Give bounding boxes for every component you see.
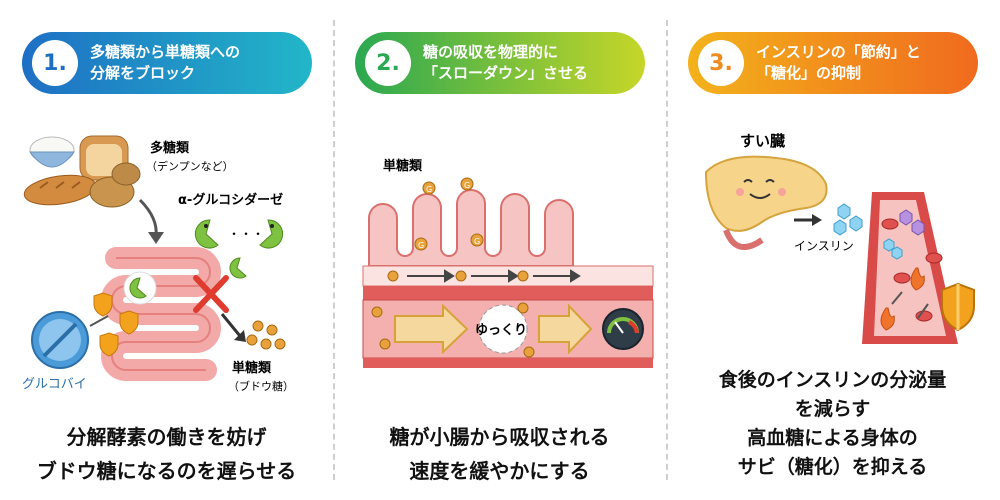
panel-3-title-line-2: 「糖化」の抑制 <box>756 64 862 82</box>
panel-2-caption-line-2: 速度を緩やかにする <box>409 459 590 483</box>
vessel-wall <box>363 358 653 368</box>
flow-arrows <box>407 269 581 283</box>
pill-icon <box>31 311 89 369</box>
enzyme-pacman-icon <box>194 219 219 249</box>
panel-1-caption: 分解酵素の働きを妨げ ブドウ糖になるのを遅らせる <box>0 420 333 488</box>
panel-3-illustration: すい臓 インスリン <box>704 132 975 344</box>
drug-label: グルコバイ <box>22 377 87 392</box>
fire-icon <box>880 307 895 331</box>
arrow-icon <box>220 313 242 337</box>
panel-3-number: 3. <box>698 40 744 86</box>
vessel-wall <box>363 286 653 300</box>
baguette-icon <box>23 174 97 206</box>
clock-ring-icon <box>478 304 528 354</box>
divider-1 <box>333 20 335 480</box>
enzyme-pacman-icon <box>229 257 247 279</box>
slow-label: ゆっくり <box>475 323 527 338</box>
panel-2-illustration: 単糖類 G G G G <box>362 158 654 368</box>
panel-2-title-line-2: 「スローダウン」させる <box>423 64 589 82</box>
fire-icon <box>910 267 925 291</box>
panel-1-header: 1. 多糖類から単糖類への 分解をブロック <box>22 32 312 94</box>
panel-1-number: 1. <box>32 40 78 86</box>
monosaccharide-note: （ブドウ糖） <box>228 379 294 393</box>
polysaccharide-note: （デンプンなど） <box>146 159 234 173</box>
svg-text:G: G <box>464 181 470 190</box>
pancreas-label: すい臓 <box>740 132 785 150</box>
panel-1-title: 多糖類から単糖類への 分解をブロック <box>90 42 240 84</box>
glucose-icon <box>517 302 529 314</box>
panel-1-caption-line-1: 分解酵素の働きを妨げ <box>66 425 267 449</box>
arrow-head-icon <box>812 214 822 226</box>
panel-2-title: 糖の吸収を物理的に 「スローダウン」させる <box>423 42 588 84</box>
glucose-icon <box>523 346 535 358</box>
block-x-icon <box>193 275 229 313</box>
slow-arrow-icon <box>538 303 593 355</box>
speedometer-icon <box>602 308 644 350</box>
glucose-icon: G <box>414 237 428 251</box>
divider-2 <box>666 20 668 480</box>
shield-icon <box>119 310 139 335</box>
glucose-icon <box>455 270 467 282</box>
glucose-icon <box>387 270 399 282</box>
monosaccharide-label: 単糖類 <box>383 158 423 174</box>
panel-1-illustration: 多糖類 （デンプンなど） α-グルコシダーゼ ・・・ <box>22 135 294 393</box>
enzyme-pacman-icon <box>123 271 157 305</box>
glucose-icon <box>517 270 529 282</box>
down-arrow-icon <box>138 198 158 237</box>
enzyme-dots: ・・・ <box>228 227 264 241</box>
panel-1: 1. 多糖類から単糖類への 分解をブロック <box>0 0 333 500</box>
panel-2: 2. 糖の吸収を物理的に 「スローダウン」させる 単糖類 G G <box>333 0 666 500</box>
pancreas-icon <box>704 155 828 251</box>
glucose-molecule-icon <box>899 209 925 236</box>
shield-icon <box>93 292 113 317</box>
panel-3-caption-line-2: を減らす <box>794 398 871 420</box>
svg-text:G: G <box>426 185 432 194</box>
monosaccharide-label: 単糖類 <box>232 360 272 376</box>
insulin-molecule-icon <box>833 203 863 236</box>
glucose-icon <box>371 306 383 318</box>
panel-2-number: 2. <box>365 40 411 86</box>
panel-3-header: 3. インスリンの「節約」と 「糖化」の抑制 <box>688 32 978 94</box>
glucose-icon: G <box>422 181 436 195</box>
panel-3-caption-line-4: サビ（糖化）を抑える <box>737 456 928 478</box>
panel-2-title-line-1: 糖の吸収を物理的に <box>423 43 559 61</box>
glucose-icon: G <box>470 233 484 247</box>
enzyme-label: α-グルコシダーゼ <box>178 192 283 208</box>
rice-bowl-icon <box>29 136 75 168</box>
panel-1-title-line-2: 分解をブロック <box>90 64 196 82</box>
svg-text:G: G <box>418 241 424 250</box>
insulin-label: インスリン <box>794 239 854 253</box>
shield-icon <box>99 332 119 357</box>
panel-1-title-line-1: 多糖類から単糖類への <box>90 43 241 61</box>
enzyme-pacman-icon <box>259 219 284 249</box>
arrow-head-icon <box>148 232 164 244</box>
slow-arrow-icon <box>394 303 469 355</box>
intestinal-villi <box>368 189 574 267</box>
panel-2-caption-line-1: 糖が小腸から吸収される <box>389 425 610 449</box>
panel-3-caption-line-1: 食後のインスリンの分泌量 <box>718 369 947 391</box>
glucose-icon <box>379 338 391 350</box>
shield-icon <box>941 282 975 332</box>
arrow-icon <box>891 291 903 305</box>
panel-3-caption: 食後のインスリンの分泌量 を減らす 高血糖による身体の サビ（糖化）を抑える <box>666 366 999 482</box>
panel-3: 3. インスリンの「節約」と 「糖化」の抑制 すい臓 <box>666 0 999 500</box>
insulin-molecule-icon <box>883 238 903 260</box>
svg-text:G: G <box>474 237 480 246</box>
panel-2-caption: 糖が小腸から吸収される 速度を緩やかにする <box>333 420 666 488</box>
panel-3-title-line-1: インスリンの「節約」と <box>756 43 921 61</box>
polysaccharide-label: 多糖類 <box>150 140 190 156</box>
glucose-dots <box>246 320 286 350</box>
blood-vessel-icon <box>862 192 958 344</box>
panel-2-header: 2. 糖の吸収を物理的に 「スローダウン」させる <box>355 32 645 94</box>
arrow-icon <box>89 315 109 327</box>
panel-1-caption-line-2: ブドウ糖になるのを遅らせる <box>36 459 297 483</box>
potato-icon <box>89 162 141 208</box>
panel-3-title: インスリンの「節約」と 「糖化」の抑制 <box>756 42 921 84</box>
panel-3-caption-line-3: 高血糖による身体の <box>747 427 918 449</box>
glucose-icon: G <box>460 177 474 191</box>
arrow-icon <box>917 303 929 319</box>
arrow-head-icon <box>234 330 246 342</box>
